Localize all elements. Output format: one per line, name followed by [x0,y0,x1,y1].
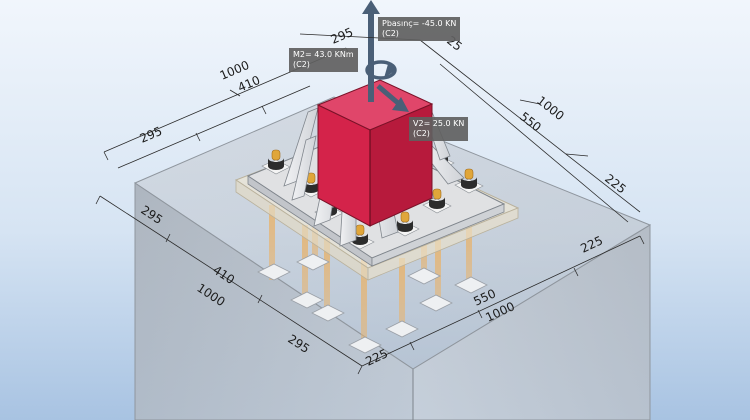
dim-top-left-295: 295 [138,124,165,146]
anchor-bolt [261,149,291,175]
shear-load-case: (C2) [413,129,430,138]
steel-column [316,79,434,227]
axial-load-value: Pbasınç= -45.0 KN [382,19,457,28]
anchor-rods-embedded [257,205,488,354]
dim-top-upper-295: 295 [329,25,356,47]
moment-label: M2= 43.0 KNm (C2) [289,48,358,72]
axial-load-arrow [362,0,380,102]
anchor-bolt [454,168,484,194]
shear-load-arrow [376,84,409,112]
dim-top-left-410: 410 [236,73,263,95]
pedestal-left-face [134,182,414,420]
axial-load-label: Pbasınç= -45.0 KN (C2) [378,17,461,41]
dim-top-right-550: 550 [517,109,544,134]
moment-arrow [365,60,397,80]
moment-case: (C2) [293,60,310,69]
moment-value: M2= 43.0 KNm [293,50,354,59]
shear-load-label: V2= 25.0 KN (C2) [409,117,469,141]
axial-load-case: (C2) [382,29,399,38]
dim-top-right-225: 225 [602,171,629,196]
load-arrows [362,0,409,112]
stiffener-plate [291,135,317,201]
anchor-bolt [390,211,420,237]
shear-load-value: V2= 25.0 KN [413,119,465,128]
anchor-bolt [422,188,452,214]
